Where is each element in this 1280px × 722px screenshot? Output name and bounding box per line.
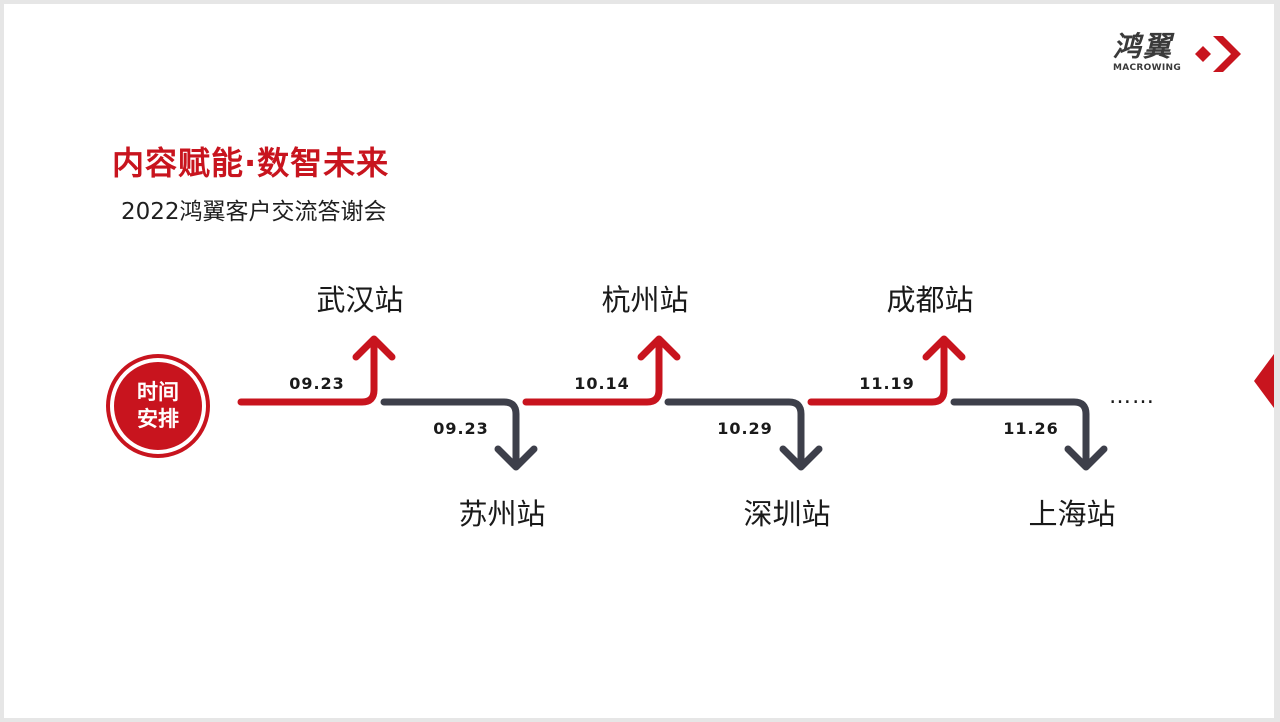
station-date: 11.26	[1003, 419, 1059, 438]
page-subtitle: 2022鸿翼客户交流答谢会	[121, 199, 387, 225]
arrow-down-icon	[494, 445, 538, 471]
station-name: 上海站	[1028, 497, 1115, 531]
badge-line-2: 安排	[137, 407, 179, 431]
station-name: 深圳站	[743, 497, 830, 531]
station-name: 苏州站	[458, 497, 545, 531]
badge-line-1: 时间	[137, 380, 179, 404]
timeline-line	[807, 337, 948, 406]
page-title: 内容赋能·数智未来	[112, 144, 390, 182]
brand-logo: 鸿翼 MACROWING	[1109, 30, 1259, 78]
station-name: 武汉站	[316, 283, 403, 317]
slide: 鸿翼 MACROWING 内容赋能·数智未来 2022鸿翼客户交流答谢会 09.…	[4, 4, 1274, 718]
timeline-segment-3: 10.14 杭州站	[522, 283, 689, 406]
arrow-up-icon	[922, 335, 966, 361]
timeline-line	[380, 398, 520, 469]
timeline-line	[522, 337, 663, 406]
arrow-up-icon	[637, 335, 681, 361]
more-ellipsis: ……	[1109, 384, 1155, 409]
timeline-line	[664, 398, 805, 469]
timeline-line	[237, 337, 378, 406]
timeline-segment-2: 09.23 苏州站	[380, 398, 546, 531]
triangle-left-icon[interactable]	[1254, 354, 1274, 408]
station-date: 10.14	[574, 374, 630, 393]
station-date: 09.23	[289, 374, 345, 393]
station-date: 10.29	[717, 419, 773, 438]
timeline-segment-6: 11.26 上海站	[950, 398, 1116, 531]
logo-name-cn: 鸿翼	[1113, 30, 1174, 63]
station-date: 09.23	[433, 419, 489, 438]
arrow-down-icon	[779, 445, 823, 471]
timeline-segment-4: 10.29 深圳站	[664, 398, 831, 531]
station-name: 杭州站	[601, 283, 688, 317]
arrow-up-icon	[352, 335, 396, 361]
timeline-segment-5: 11.19 成都站	[807, 283, 974, 406]
station-name: 成都站	[886, 283, 973, 317]
chevron-right-icon	[1195, 36, 1241, 72]
station-date: 11.19	[859, 374, 915, 393]
logo-name-en: MACROWING	[1113, 63, 1182, 73]
timeline-flow: 09.23 武汉站 09.23 苏州站 10.14 杭州站 10.29 深圳站 11.19 成都站…	[237, 283, 1116, 531]
timeline-line	[950, 398, 1090, 469]
arrow-down-icon	[1064, 445, 1108, 471]
schedule-badge: 时间 安排	[110, 358, 206, 454]
timeline-segment-1: 09.23 武汉站	[237, 283, 404, 406]
